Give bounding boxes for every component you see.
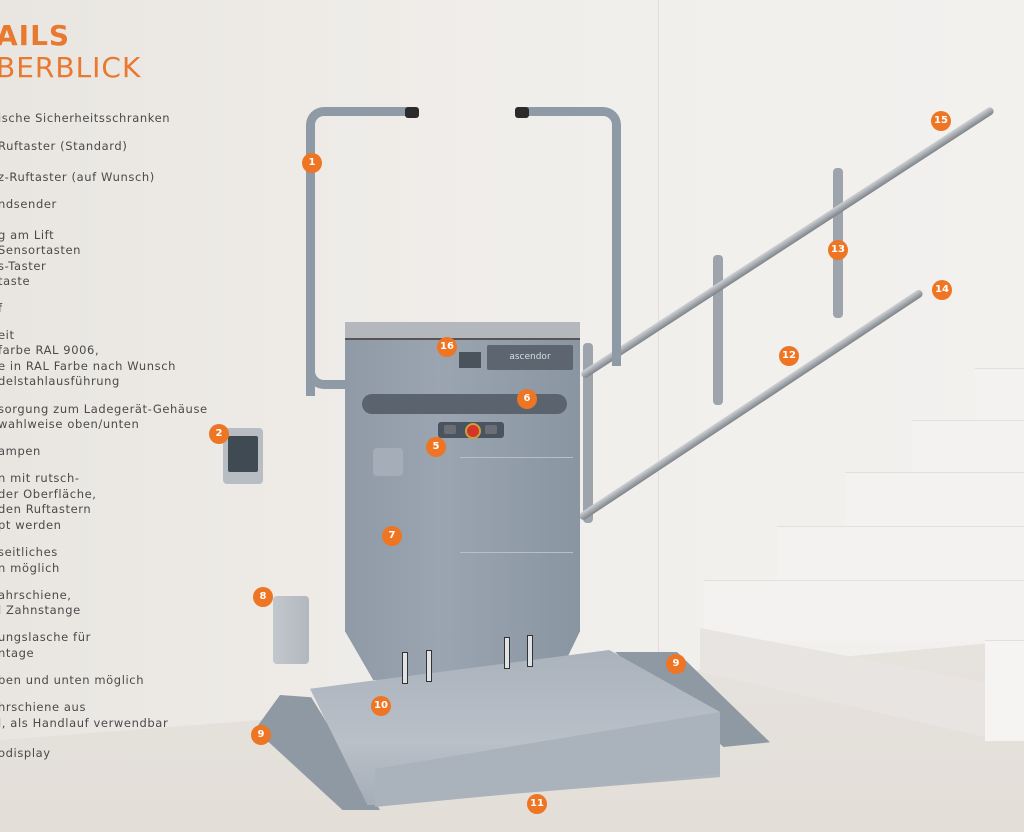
legend-item: sorgung zum Ladegerät-Gehäuse [0,402,208,416]
control-down-button [444,425,456,434]
stair-step [845,472,1024,527]
callout-badge-wall: 14 [932,280,952,300]
emergency-stop-button [465,423,481,439]
legend-item: farbe RAL 9006, [0,343,100,357]
stair-step [704,580,1024,641]
legend-item: ahrschiene, [0,588,72,602]
brand-plate: ascendor [487,345,573,370]
legend-item: ndsender [0,197,57,211]
lift-top-cover [345,322,580,340]
lift-housing [345,332,580,680]
legend-item: wahlweise oben/unten [0,417,140,431]
legend-item: ben und unten möglich [0,673,145,687]
barrier-cap [405,107,419,118]
legend-item: n möglich [0,561,60,575]
lift-handle [362,394,567,414]
legend-item: ntage [0,646,35,660]
info-display [459,352,481,368]
stair-side [985,640,1024,741]
rail-bracket [583,343,593,523]
legend-item: taste [0,274,31,288]
stair-step [975,368,1024,419]
heading-line-2: BERBLICK [0,51,142,85]
legend-item: f [0,301,3,315]
safety-barrier-right [520,107,621,366]
legend-item: delstahlausführung [0,374,120,388]
safety-barrier-left [306,107,415,396]
charger-housing [273,596,309,664]
platform-hinge [504,637,510,669]
heading-line-1: AILS [0,19,71,52]
callout-badge-ramp-left: 9 [251,725,271,745]
platform-hinge [527,635,533,667]
legend-item: ungslasche für [0,630,91,644]
callout-badge-charger-housing: 8 [253,587,273,607]
callout-badge-housing: 7 [382,526,402,546]
legend-item: odisplay [0,746,51,760]
feature-legend: ische Sicherheitsschranken Ruftaster (St… [0,0,260,832]
callout-badge-wall-remote: 2 [209,424,229,444]
legend-item: Ruftaster (Standard) [0,139,128,153]
callout-badge-bracket: 13 [828,240,848,260]
wall-remote-keypad [228,436,258,472]
callout-badge-lower-rail: 12 [779,346,799,366]
stair-step [777,526,1024,583]
callout-badge-upper-rail: 15 [931,111,951,131]
legend-item: den Ruftastern [0,502,92,516]
callout-badge-display: 16 [437,337,457,357]
callout-badge-platform: 10 [371,696,391,716]
stair-step [912,420,1024,473]
barrier-cap [515,107,529,118]
panel-line [460,457,573,458]
platform-hinge [402,652,408,684]
callout-badge-front-lip: 11 [527,794,547,814]
control-up-button [485,425,497,434]
panel-line [460,552,573,553]
page-heading: AILS BERBLICK [0,19,142,85]
legend-item: g am Lift [0,228,55,242]
platform-hinge [426,650,432,682]
legend-item: s-Taster [0,259,47,273]
legend-item: ische Sicherheitsschranken [0,111,171,125]
callout-badge-ramp-right: 9 [666,654,686,674]
legend-item: n mit rutsch- [0,471,80,485]
callout-badge-handle: 6 [517,389,537,409]
safety-barrier-left-bend [306,360,360,389]
legend-item: hrschiene aus [0,700,87,714]
legend-item: ampen [0,444,41,458]
legend-item: l Zahnstange [0,603,81,617]
legend-item: Sensortasten [0,243,82,257]
legend-item: pt werden [0,518,62,532]
callout-badge-control-panel: 5 [426,437,446,457]
legend-item: z-Ruftaster (auf Wunsch) [0,170,155,184]
legend-item: l, als Handlauf verwendbar [0,716,169,730]
rail-bracket [713,255,723,405]
legend-item: eit [0,328,15,342]
callout-badge-safety-barrier: 1 [302,153,322,173]
legend-item: der Oberfläche, [0,487,97,501]
legend-item: e in RAL Farbe nach Wunsch [0,359,177,373]
legend-item: seitliches [0,545,58,559]
logo-plate [373,448,403,476]
